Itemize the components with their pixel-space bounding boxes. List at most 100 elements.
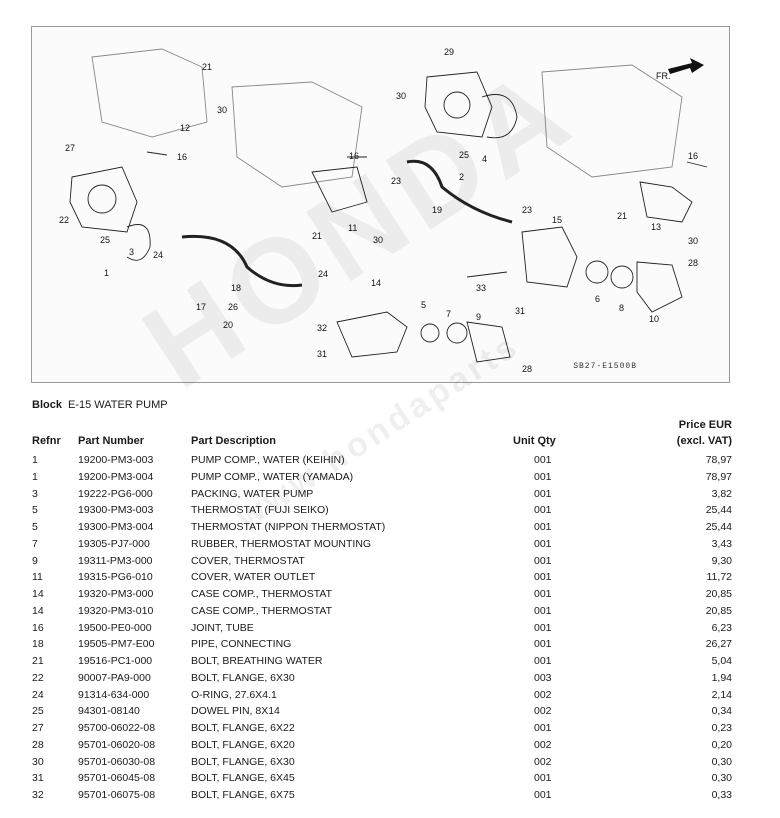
cell-part: 95701-06030-08 bbox=[78, 755, 156, 768]
block-name: E-15 WATER PUMP bbox=[67, 399, 168, 411]
cell-price: 0,20 bbox=[711, 738, 732, 751]
cell-qty: 002 bbox=[534, 705, 552, 718]
cell-ref: 11 bbox=[32, 571, 43, 584]
table-row: 11 19315-PG6-010 COVER, WATER OUTLET 001 11,… bbox=[0, 571, 780, 588]
cell-qty: 001 bbox=[534, 571, 552, 584]
cell-price: 20,85 bbox=[705, 604, 732, 617]
callout: 5 bbox=[421, 300, 426, 310]
callout: 28 bbox=[522, 364, 532, 374]
header-refnr: Refnr bbox=[32, 435, 61, 447]
callout: 25 bbox=[459, 150, 469, 160]
callout: 27 bbox=[65, 143, 75, 153]
cell-desc: PIPE, CONNECTING bbox=[191, 638, 292, 651]
cell-desc: BOLT, BREATHING WATER bbox=[191, 655, 323, 667]
front-arrow bbox=[668, 58, 704, 74]
cell-qty: 001 bbox=[534, 722, 552, 734]
cell-ref: 28 bbox=[32, 738, 44, 751]
cell-ref: 7 bbox=[32, 537, 38, 550]
cell-desc: CASE COMP., THERMOSTAT bbox=[191, 588, 332, 600]
cell-desc: O-RING, 27.6X4.1 bbox=[191, 688, 277, 701]
callout: 30 bbox=[688, 236, 698, 246]
cell-price: 1,94 bbox=[711, 671, 732, 684]
cell-desc: PACKING, WATER PUMP bbox=[191, 487, 314, 500]
callout: 6 bbox=[595, 294, 600, 304]
callout: 23 bbox=[391, 176, 401, 186]
cell-desc: PUMP COMP., WATER (KEIHIN) bbox=[191, 454, 345, 466]
cell-qty: 001 bbox=[534, 655, 552, 667]
callout: 30 bbox=[396, 91, 406, 101]
header-unit-qty: Unit Qty bbox=[513, 435, 556, 447]
cell-ref: 9 bbox=[32, 554, 38, 567]
callout: 12 bbox=[180, 123, 190, 133]
cell-qty: 001 bbox=[534, 772, 552, 785]
cell-qty: 001 bbox=[534, 454, 552, 466]
cell-price: 78,97 bbox=[705, 470, 732, 483]
callout: 7 bbox=[446, 309, 451, 319]
cell-part: 19320-PM3-010 bbox=[78, 604, 154, 617]
cell-desc: BOLT, FLANGE, 6X30 bbox=[191, 671, 295, 684]
cell-desc: CASE COMP., THERMOSTAT bbox=[191, 604, 332, 617]
cell-desc: BOLT, FLANGE, 6X30 bbox=[191, 755, 295, 768]
cell-qty: 001 bbox=[534, 504, 552, 517]
callout: 19 bbox=[432, 205, 442, 215]
cell-ref: 5 bbox=[32, 504, 38, 517]
cell-part: 90007-PA9-000 bbox=[78, 671, 151, 684]
cell-ref: 22 bbox=[32, 671, 44, 684]
cell-desc: COVER, WATER OUTLET bbox=[191, 571, 316, 584]
callout: 30 bbox=[217, 105, 227, 115]
cell-desc: PUMP COMP., WATER (YAMADA) bbox=[191, 470, 354, 483]
cell-ref: 3 bbox=[32, 487, 38, 500]
cell-price: 2,14 bbox=[711, 688, 732, 701]
cell-price: 0,34 bbox=[711, 705, 732, 718]
cell-qty: 001 bbox=[534, 470, 552, 483]
cell-part: 19315-PG6-010 bbox=[78, 571, 153, 584]
callout: 33 bbox=[476, 283, 486, 293]
cell-desc: THERMOSTAT (FUJI SEIKO) bbox=[191, 504, 329, 517]
callout: 24 bbox=[318, 269, 328, 279]
cell-part: 91314-634-000 bbox=[78, 688, 150, 701]
callout: 21 bbox=[202, 62, 212, 72]
cell-desc: DOWEL PIN, 8X14 bbox=[191, 705, 280, 718]
cell-qty: 001 bbox=[534, 789, 552, 801]
callout: 11 bbox=[348, 223, 357, 233]
callout: 32 bbox=[317, 323, 327, 333]
cell-price: 5,04 bbox=[711, 655, 732, 667]
cell-part: 95701-06075-08 bbox=[78, 789, 156, 801]
cell-qty: 002 bbox=[534, 688, 552, 701]
cell-part: 19516-PC1-000 bbox=[78, 655, 153, 667]
callout: 31 bbox=[515, 306, 525, 316]
cell-ref: 14 bbox=[32, 588, 44, 600]
cell-qty: 001 bbox=[534, 638, 552, 651]
cell-part: 19305-PJ7-000 bbox=[78, 537, 150, 550]
cell-part: 95701-06045-08 bbox=[78, 772, 156, 785]
cell-qty: 001 bbox=[534, 621, 552, 634]
cell-part: 19320-PM3-000 bbox=[78, 588, 154, 600]
header-description: Part Description bbox=[191, 435, 276, 447]
cell-ref: 14 bbox=[32, 604, 44, 617]
cell-price: 11,72 bbox=[706, 571, 733, 584]
cell-ref: 16 bbox=[32, 621, 44, 634]
cell-ref: 30 bbox=[32, 755, 44, 768]
callout: 14 bbox=[371, 278, 381, 288]
callout: 16 bbox=[688, 151, 698, 161]
callout: 21 bbox=[617, 211, 627, 221]
cell-qty: 001 bbox=[534, 487, 552, 500]
callout: 8 bbox=[619, 303, 624, 313]
callout: 29 bbox=[444, 47, 454, 57]
cell-desc: BOLT, FLANGE, 6X20 bbox=[191, 738, 295, 751]
cell-part: 19311-PM3-000 bbox=[78, 554, 153, 567]
cell-desc: BOLT, FLANGE, 6X45 bbox=[191, 772, 295, 785]
callout: 23 bbox=[522, 205, 532, 215]
parts-diagram: FR. 21 12 30 16 27 22 25 3 1 24 18 17 26… bbox=[31, 26, 730, 383]
header-price-note: (excl. VAT) bbox=[676, 435, 732, 447]
header-part-number: Part Number bbox=[78, 435, 145, 447]
callout: 10 bbox=[649, 314, 659, 324]
cell-qty: 002 bbox=[534, 738, 552, 751]
cell-price: 0,33 bbox=[711, 789, 732, 801]
